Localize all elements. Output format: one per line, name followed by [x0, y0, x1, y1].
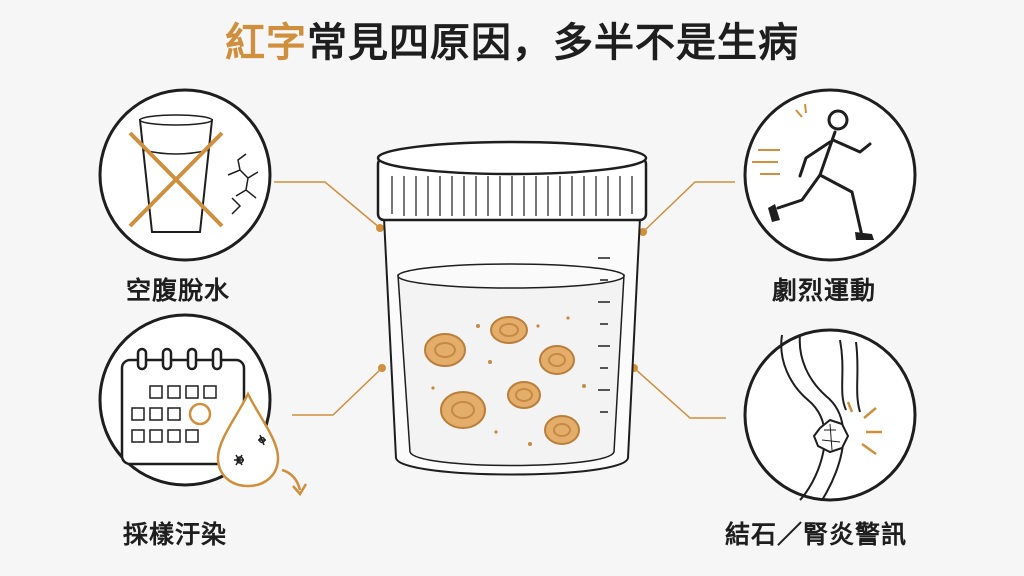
page-title: 紅字常見四原因，多半不是生病	[0, 10, 1024, 68]
title-accent: 紅字	[225, 20, 307, 66]
urine-cup-icon	[376, 140, 648, 476]
label-exercise: 劇烈運動	[772, 276, 877, 305]
label-contamination: 採樣汙染	[123, 520, 228, 549]
running-man-icon	[743, 88, 917, 262]
label-dehydration: 空腹脫水	[126, 276, 231, 305]
crossed-water-glass-icon	[98, 88, 272, 262]
kidney-stone-icon	[743, 328, 917, 502]
connector-dot	[639, 228, 647, 236]
connector-lines	[274, 181, 735, 419]
label-stones: 結石／腎炎警訊	[725, 520, 908, 549]
calendar-droplet-icon	[98, 313, 308, 497]
connector-dot	[378, 364, 386, 372]
title-rest: 常見四原因，多半不是生病	[307, 20, 799, 66]
connector-dot	[376, 224, 384, 232]
